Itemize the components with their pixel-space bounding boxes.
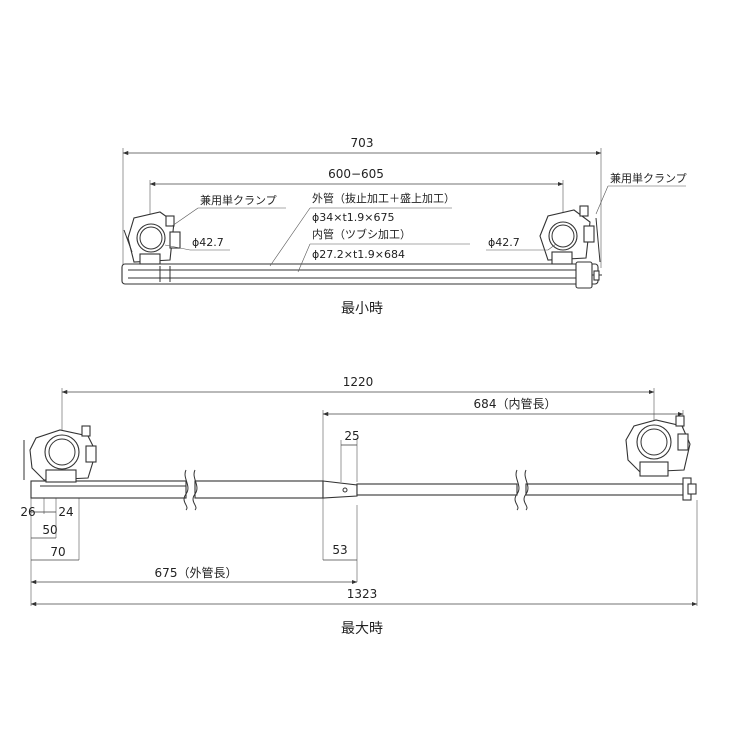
dim-684: 684（内管長） xyxy=(474,396,557,411)
dim-24: 24 xyxy=(58,505,73,519)
dim-25: 25 xyxy=(344,429,359,443)
caption-min: 最小時 xyxy=(341,301,383,317)
max-left-clamp xyxy=(23,425,97,483)
dim-70: 70 xyxy=(50,545,65,559)
dim-50: 50 xyxy=(42,523,57,537)
label-clamp-right: 兼用単クランプ xyxy=(610,171,687,185)
label-outer-pipe: 外管（抜止加工＋盛上加工） xyxy=(312,191,455,205)
label-outer-spec: ϕ34×t1.9×675 xyxy=(312,211,395,224)
max-view: 1220 684（内管長） 25 xyxy=(20,375,698,637)
label-dia-right: ϕ42.7 xyxy=(488,236,520,249)
label-clamp-left: 兼用単クランプ xyxy=(200,193,277,207)
dim-675: 675（外管長） xyxy=(155,565,238,580)
max-right-clamp xyxy=(625,415,691,477)
dim-1220: 1220 xyxy=(343,375,374,389)
caption-max: 最大時 xyxy=(341,621,383,637)
label-inner-pipe: 内管（ツブシ加工） xyxy=(312,227,411,241)
dim-53: 53 xyxy=(332,543,347,557)
min-view: 703 600−605 xyxy=(121,136,687,317)
min-pipe-assembly xyxy=(121,261,602,289)
label-dia-left: ϕ42.7 xyxy=(192,236,224,249)
dim-1323: 1323 xyxy=(347,587,378,601)
label-inner-spec: ϕ27.2×t1.9×684 xyxy=(312,248,405,261)
dim-703: 703 xyxy=(351,136,374,150)
dim-600-605: 600−605 xyxy=(328,167,384,181)
min-left-clamp xyxy=(123,211,181,265)
max-pipe-assembly xyxy=(30,469,697,511)
min-right-clamp xyxy=(539,205,601,265)
dim-26: 26 xyxy=(20,505,35,519)
